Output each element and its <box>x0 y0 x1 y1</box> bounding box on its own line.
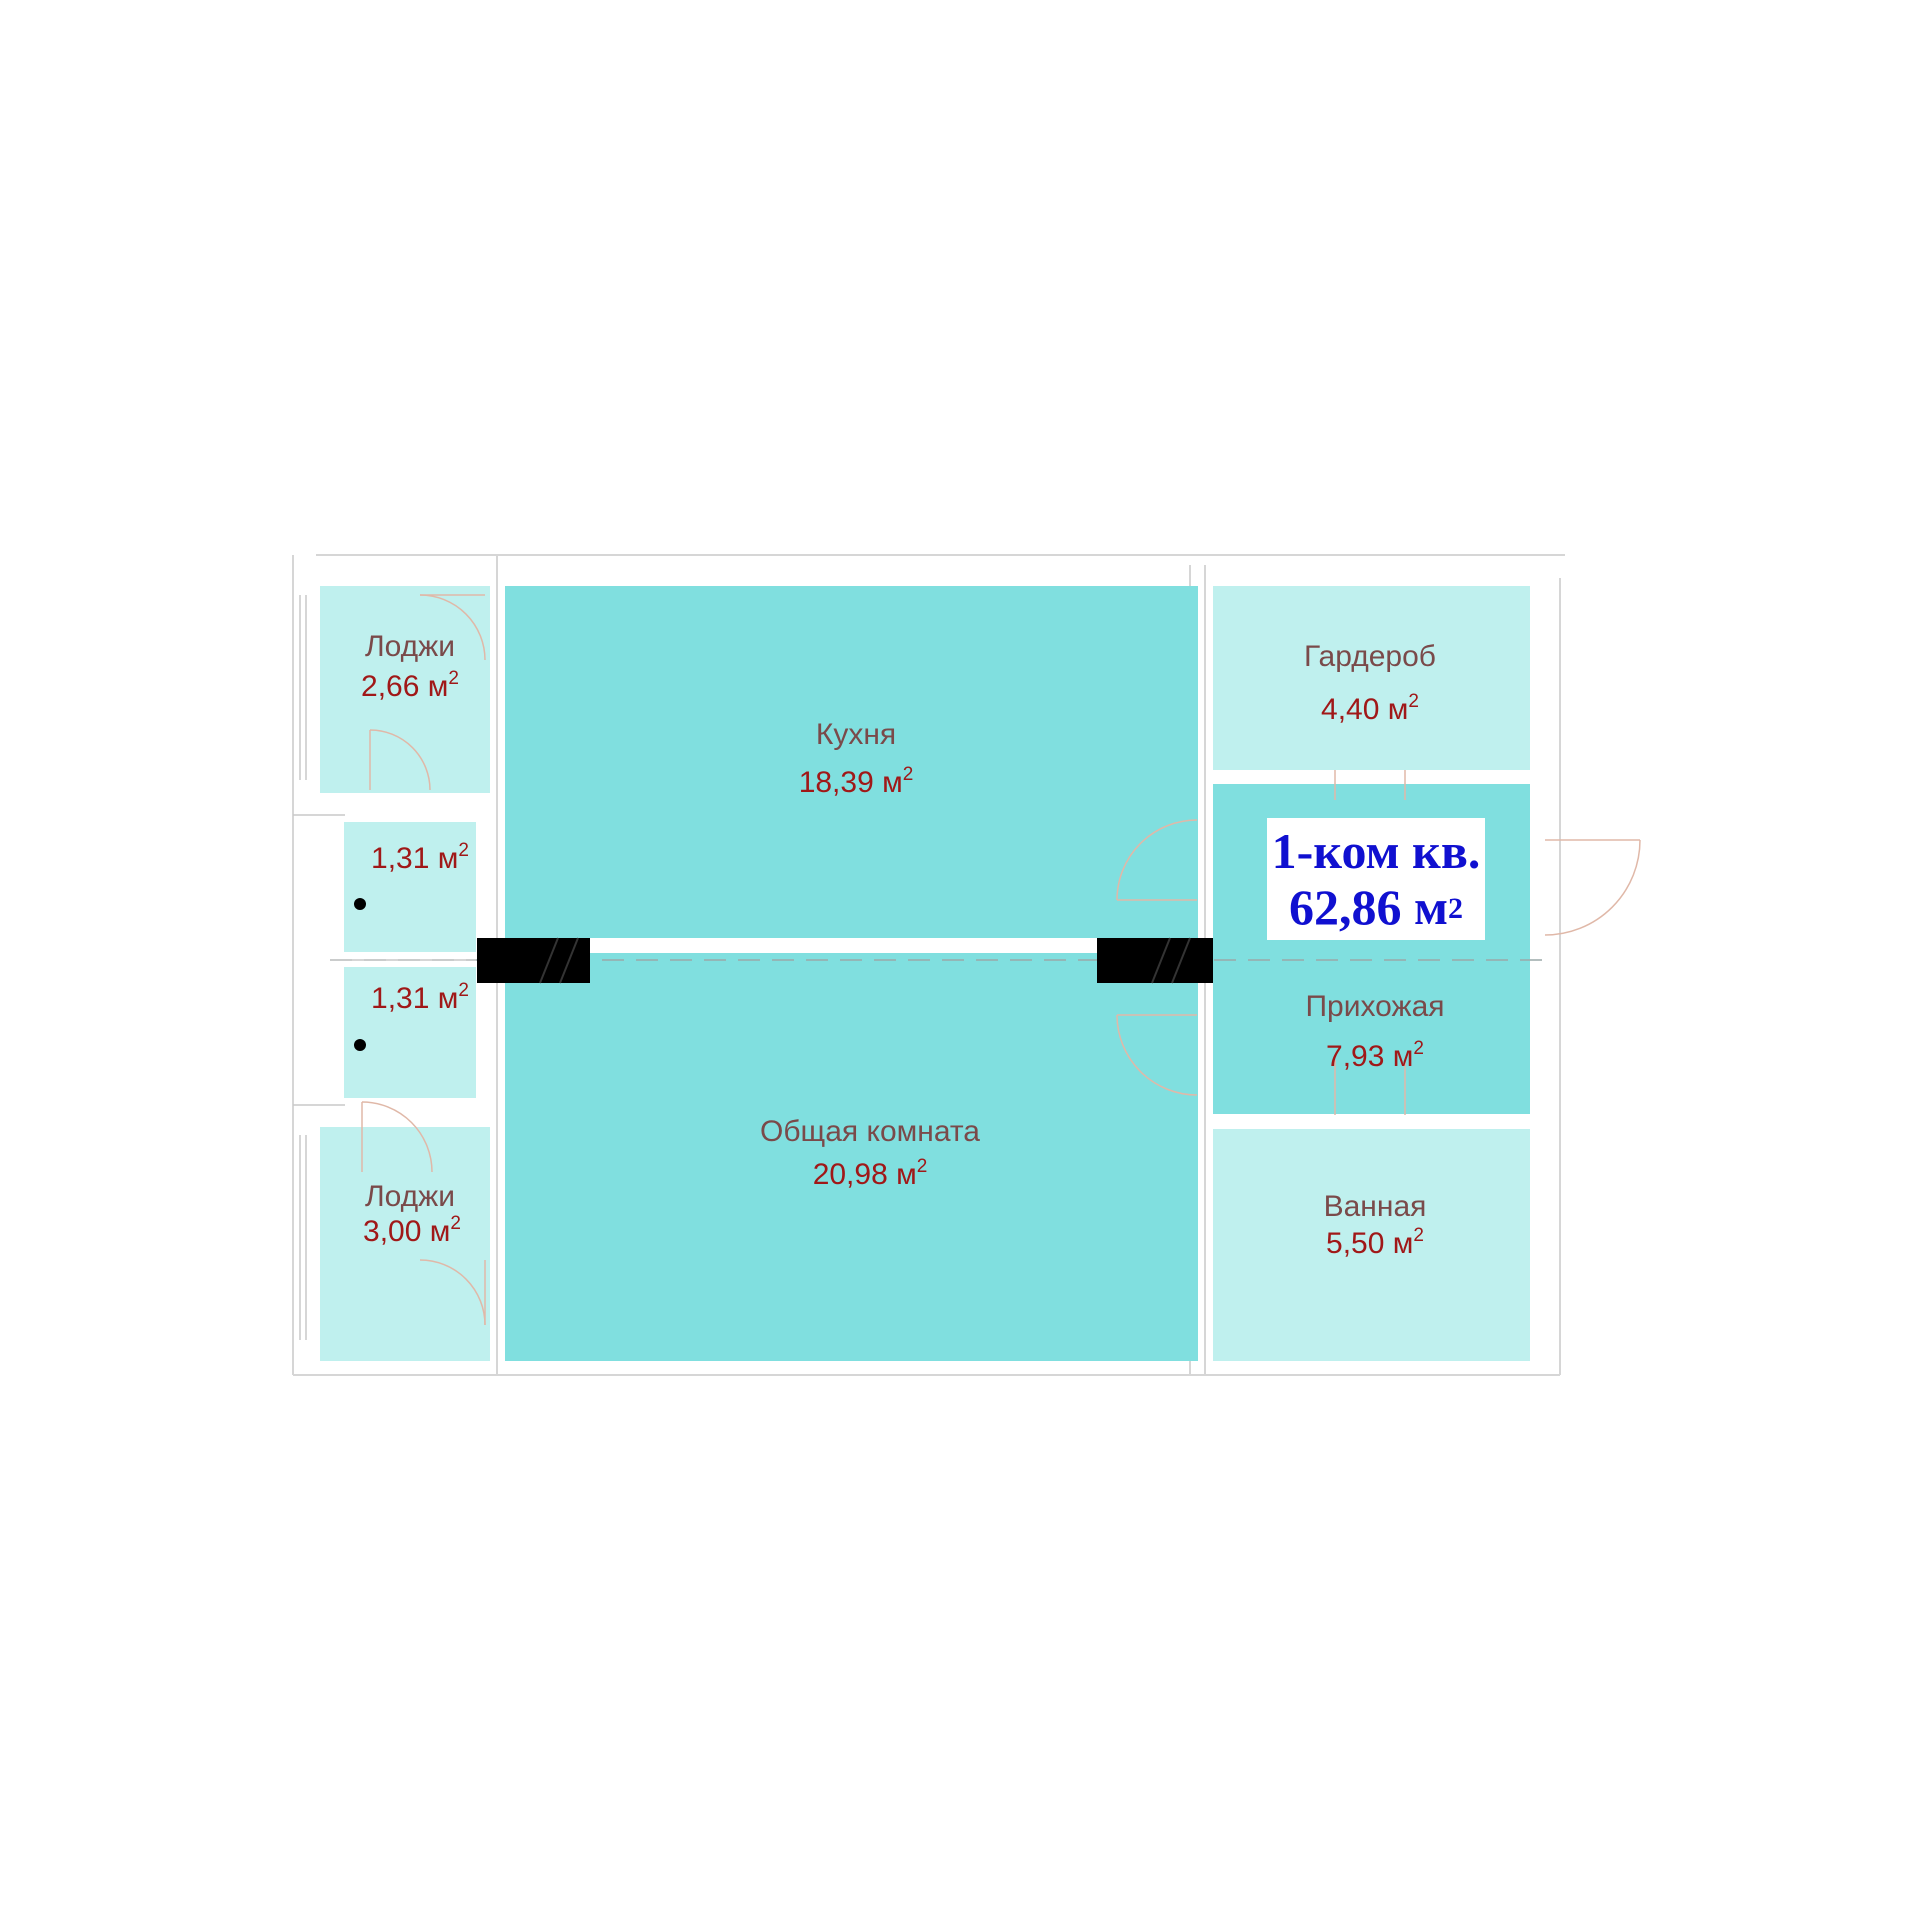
kitchen-name: Кухня <box>815 718 897 751</box>
kitchen-area-unit: 2 <box>902 764 914 785</box>
wardrobe-name: Гардероб <box>1304 640 1436 673</box>
living-room-name: Общая комната <box>760 1115 980 1148</box>
small-top-area-value: 1,31 м <box>371 842 459 875</box>
hallway-area-unit: 2 <box>1413 1038 1424 1059</box>
apartment-total-area-value: 62,86 м <box>1288 879 1449 935</box>
room-loggia-bottom <box>320 1127 490 1361</box>
room-wardrobe <box>1213 586 1530 770</box>
wall-blocks <box>477 937 1213 984</box>
small-top-area-unit: 2 <box>458 840 469 861</box>
bathroom-area: 5,50 м2 <box>1270 1225 1480 1261</box>
room-bathroom <box>1213 1129 1530 1361</box>
loggia-top-area-unit: 2 <box>448 668 459 689</box>
apartment-total-area-unit: 2 <box>1448 892 1464 925</box>
living-room-area: 20,98 м2 <box>770 1156 970 1192</box>
wardrobe-area-value: 4,40 м <box>1321 693 1409 726</box>
loggia-bottom-name: Лоджи <box>364 1180 456 1213</box>
loggia-top-area: 2,66 м2 <box>330 668 490 704</box>
loggia-top-name: Лоджи <box>364 630 456 663</box>
small-bottom-area-value: 1,31 м <box>371 982 459 1015</box>
hallway-name: Прихожая <box>1305 990 1445 1023</box>
door-swings <box>361 594 1641 1326</box>
room-small-bottom <box>344 967 476 1098</box>
room-kitchen <box>505 586 1198 938</box>
window-lines <box>293 595 476 1340</box>
small-top-area: 1,31 м2 <box>355 840 485 876</box>
living-room-area-unit: 2 <box>916 1156 928 1177</box>
wardrobe-area: 4,40 м2 <box>1265 691 1475 727</box>
bathroom-area-value: 5,50 м <box>1326 1227 1414 1260</box>
bathroom-name: Ванная <box>1323 1190 1427 1223</box>
room-loggia-top <box>320 586 490 793</box>
hallway-area-value: 7,93 м <box>1326 1040 1414 1073</box>
loggia-bottom-area: 3,00 м2 <box>332 1213 492 1249</box>
living-room-area-value: 20,98 м <box>812 1158 917 1191</box>
room-small-top <box>344 822 476 952</box>
loggia-bottom-area-unit: 2 <box>450 1213 461 1234</box>
hallway-area: 7,93 м2 <box>1270 1038 1480 1074</box>
small-bottom-area: 1,31 м2 <box>355 980 485 1016</box>
apartment-total-area: 62,86 м2 <box>1267 878 1485 936</box>
small-bottom-area-unit: 2 <box>458 980 469 1001</box>
marker-dot-bottom <box>354 1039 366 1051</box>
room-living <box>505 953 1198 1361</box>
apartment-type: 1-ком кв. <box>1271 823 1481 879</box>
wall-block-left <box>477 938 590 983</box>
apartment-title-box: 1-ком кв. 62,86 м2 <box>1267 818 1485 940</box>
bathroom-area-unit: 2 <box>1413 1225 1424 1246</box>
kitchen-area: 18,39 м2 <box>756 764 956 800</box>
wardrobe-area-unit: 2 <box>1408 691 1419 712</box>
loggia-top-area-value: 2,66 м <box>361 670 449 703</box>
loggia-bottom-area-value: 3,00 м <box>363 1215 451 1248</box>
marker-dot-top <box>354 898 366 910</box>
kitchen-area-value: 18,39 м <box>798 766 903 799</box>
